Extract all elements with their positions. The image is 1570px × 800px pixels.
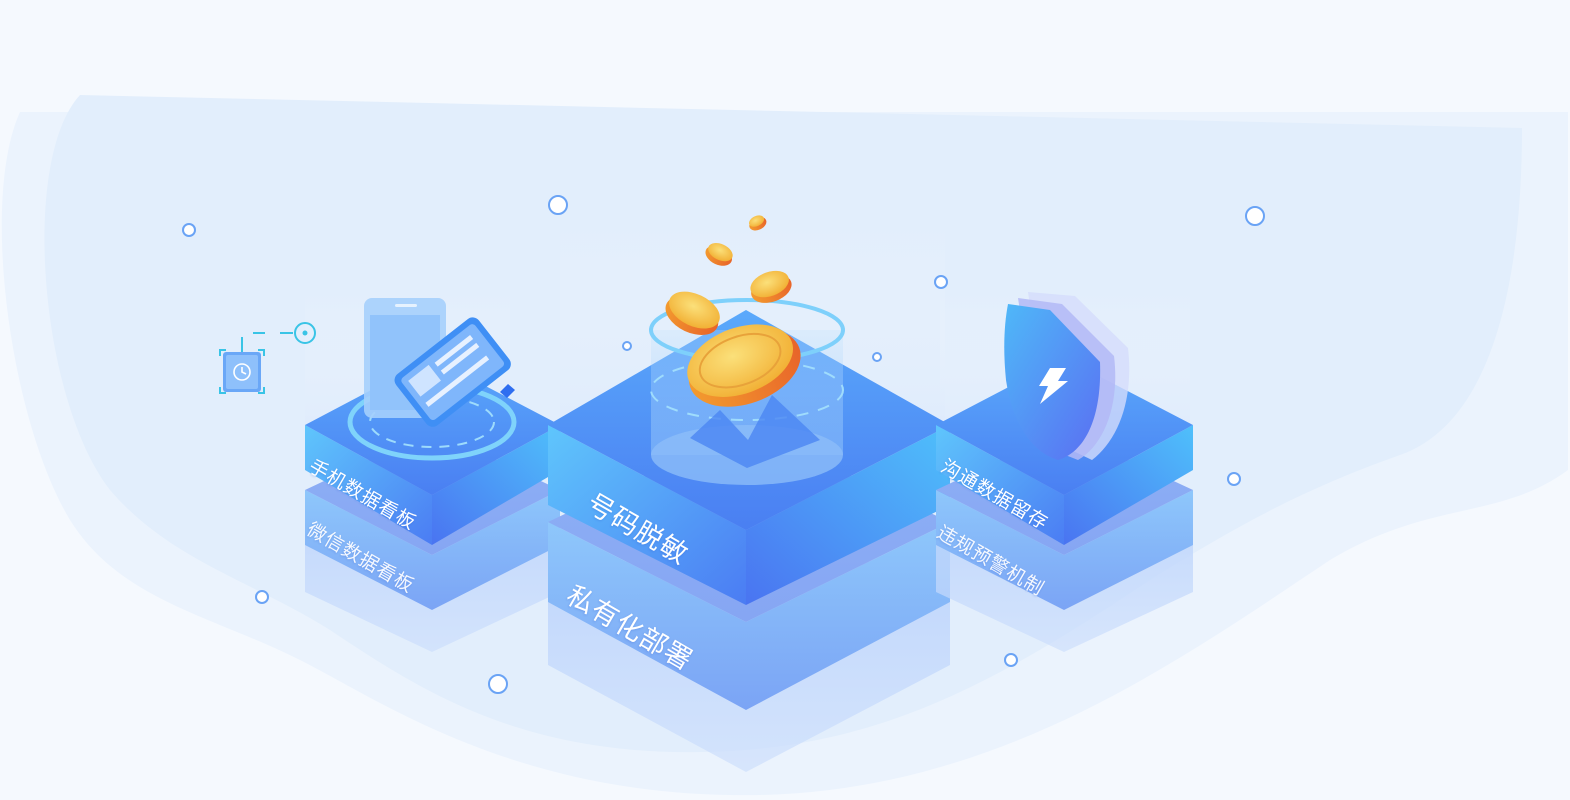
clock-node-icon bbox=[219, 322, 316, 394]
pin bbox=[872, 352, 882, 382]
center-layer1-side-l bbox=[548, 425, 746, 605]
pin bbox=[622, 341, 632, 372]
shield-lightning-icon bbox=[1004, 292, 1130, 460]
pin bbox=[548, 195, 568, 300]
pin bbox=[488, 674, 508, 790]
pin bbox=[1245, 206, 1265, 320]
coin-cylinder-icon bbox=[649, 215, 845, 485]
pins bbox=[182, 195, 1265, 790]
pin bbox=[1004, 653, 1018, 728]
left-layer1-side-l bbox=[305, 425, 432, 545]
left-layer2-side bbox=[305, 490, 560, 610]
pin bbox=[255, 590, 269, 665]
left-layer1-side-r bbox=[432, 425, 560, 545]
right-layer1-side-r bbox=[1064, 425, 1193, 545]
center-layer1-side-r bbox=[746, 425, 950, 605]
pin bbox=[182, 223, 196, 295]
pin bbox=[1227, 472, 1241, 545]
right-stack bbox=[936, 292, 1193, 652]
center-stack bbox=[548, 215, 950, 772]
pin bbox=[934, 275, 948, 350]
right-layer2-side bbox=[936, 490, 1193, 610]
left-stack bbox=[305, 298, 560, 652]
right-layer1-side-l bbox=[936, 425, 1064, 545]
phone-card-icon bbox=[347, 298, 517, 461]
center-layer2-side bbox=[548, 522, 950, 710]
